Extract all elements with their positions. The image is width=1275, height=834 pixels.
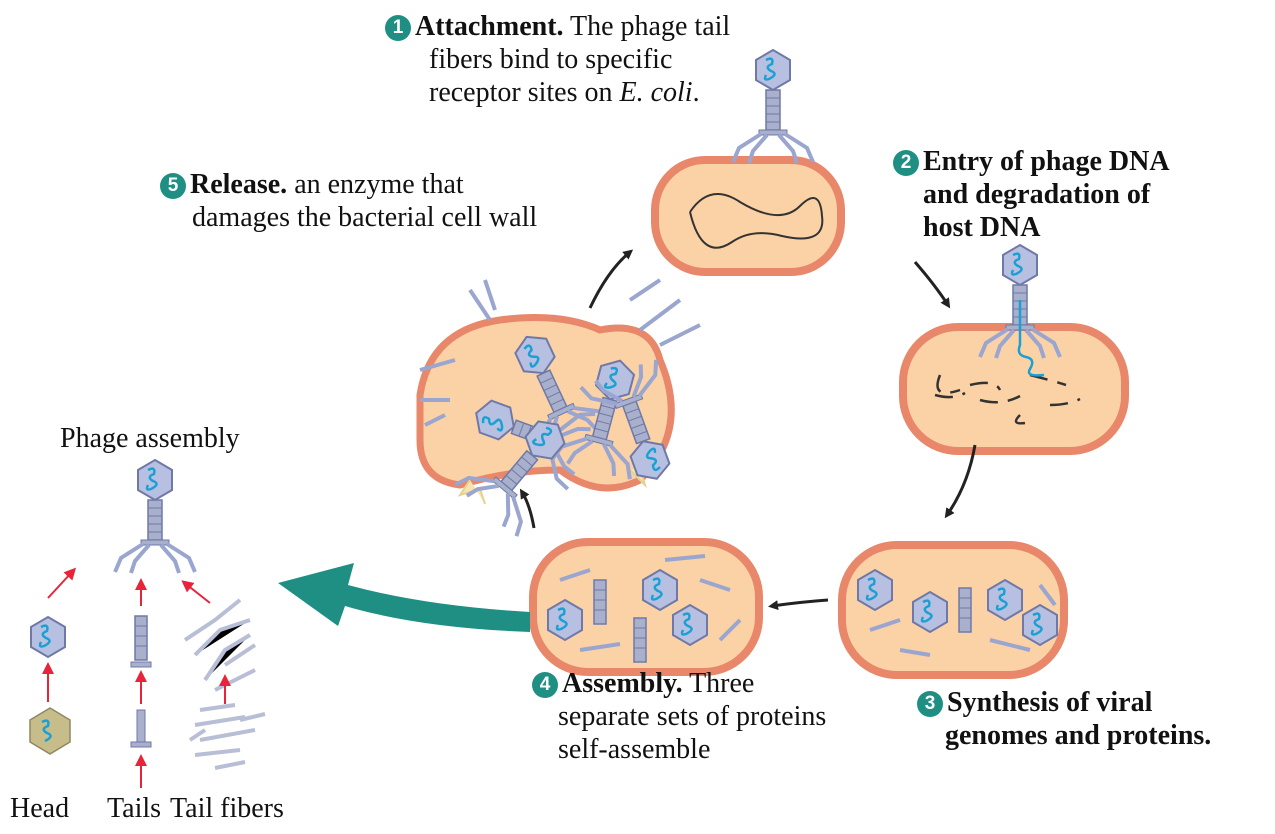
step5-line1: an enzyme that xyxy=(287,169,463,200)
part-label-head: Head xyxy=(10,792,69,825)
step5-line2: damages the bacterial cell wall xyxy=(160,202,537,233)
step1-number: 1 xyxy=(385,15,411,41)
assembly-components xyxy=(30,460,265,788)
cell-synthesis xyxy=(842,545,1064,675)
step5-number: 5 xyxy=(160,173,186,199)
step4-line2: separate sets of proteins xyxy=(532,701,826,732)
step4-number: 4 xyxy=(532,672,558,698)
step5-title: Release. xyxy=(190,169,287,200)
step4-line1: Three xyxy=(683,668,755,699)
cell-assembly xyxy=(533,542,759,672)
step3-line1: Synthesis of viral xyxy=(947,687,1152,718)
cell-release xyxy=(420,280,700,537)
step1-line3a: receptor sites on xyxy=(385,77,620,108)
step1-line2: fibers bind to specific xyxy=(385,44,672,75)
head-part xyxy=(31,617,65,657)
assembled-phage xyxy=(115,460,195,573)
step3-line2: genomes and proteins. xyxy=(917,720,1211,751)
tail-part xyxy=(135,616,147,660)
step1-title: Attachment. xyxy=(415,11,564,42)
step1-line1: The phage tail xyxy=(564,11,731,42)
phage-attaching xyxy=(733,50,813,163)
step1-line3-italic: E. coli xyxy=(620,77,693,108)
step4-title: Assembly. xyxy=(562,668,683,699)
step3-number: 3 xyxy=(917,691,943,717)
step2-line1: Entry of phage DNA xyxy=(923,146,1170,177)
cell-entry xyxy=(903,245,1125,451)
part-label-tail-fibers: Tail fibers xyxy=(170,792,284,825)
part-label-tails: Tails xyxy=(107,792,161,825)
step2-line3: host DNA xyxy=(893,212,1040,243)
step1-line3b: . xyxy=(693,77,700,108)
assembly-title: Phage assembly xyxy=(60,422,240,455)
step2-number: 2 xyxy=(893,150,919,176)
step2-line2: and degradation of xyxy=(893,179,1150,210)
step4-line3: self-assemble xyxy=(532,734,710,765)
assembly-detail-arrow xyxy=(278,563,530,632)
